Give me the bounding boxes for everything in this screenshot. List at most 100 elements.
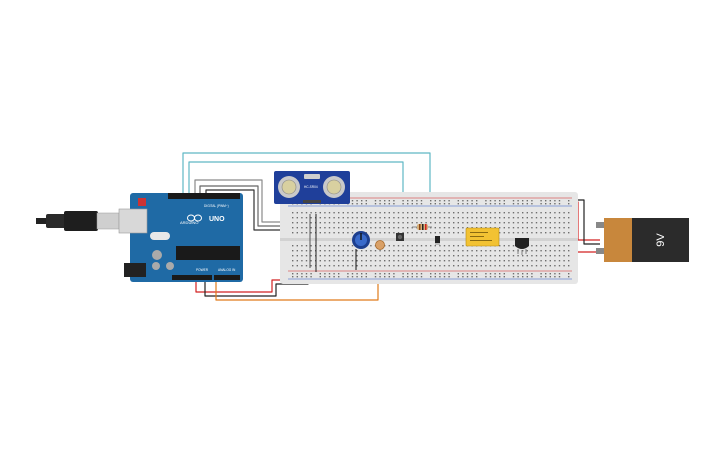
breadboard-hole[interactable] <box>568 255 570 257</box>
breadboard-hole[interactable] <box>305 232 308 234</box>
breadboard-hole[interactable] <box>384 265 386 267</box>
breadboard-hole[interactable] <box>558 227 561 229</box>
breadboard-hole[interactable] <box>476 217 478 219</box>
breadboard-hole[interactable] <box>568 203 570 205</box>
breadboard-hole[interactable] <box>397 245 400 247</box>
breadboard-hole[interactable] <box>379 227 381 229</box>
breadboard-hole[interactable] <box>370 255 372 257</box>
breadboard-hole[interactable] <box>443 200 446 202</box>
breadboard-hole[interactable] <box>365 255 367 257</box>
breadboard-hole[interactable] <box>448 222 450 224</box>
breadboard-hole[interactable] <box>324 217 326 219</box>
breadboard-hole[interactable] <box>370 265 372 267</box>
breadboard-hole[interactable] <box>443 245 446 247</box>
breadboard-hole[interactable] <box>324 222 326 224</box>
breadboard-hole[interactable] <box>333 255 335 257</box>
breadboard-hole[interactable] <box>310 250 312 252</box>
breadboard-hole[interactable] <box>531 276 533 278</box>
breadboard-hole[interactable] <box>522 212 524 214</box>
breadboard-hole[interactable] <box>517 276 519 278</box>
breadboard-hole[interactable] <box>374 232 377 234</box>
breadboard-hole[interactable] <box>489 255 492 257</box>
breadboard-hole[interactable] <box>402 245 404 247</box>
breadboard-hole[interactable] <box>535 212 538 214</box>
breadboard-hole[interactable] <box>397 232 400 234</box>
breadboard-hole[interactable] <box>512 232 515 234</box>
breadboard-hole[interactable] <box>448 217 450 219</box>
breadboard-hole[interactable] <box>489 217 492 219</box>
breadboard-hole[interactable] <box>457 232 459 234</box>
breadboard-hole[interactable] <box>545 276 547 278</box>
breadboard-hole[interactable] <box>388 260 390 262</box>
breadboard-hole[interactable] <box>457 250 459 252</box>
breadboard-hole[interactable] <box>296 212 298 214</box>
breadboard-hole[interactable] <box>333 245 335 247</box>
breadboard-hole[interactable] <box>512 227 515 229</box>
breadboard-hole[interactable] <box>393 232 395 234</box>
breadboard-hole[interactable] <box>305 260 308 262</box>
breadboard-hole[interactable] <box>439 255 441 257</box>
breadboard-hole[interactable] <box>328 250 331 252</box>
breadboard-hole[interactable] <box>443 260 446 262</box>
breadboard-hole[interactable] <box>512 265 515 267</box>
breadboard-hole[interactable] <box>448 276 450 278</box>
breadboard-hole[interactable] <box>333 260 335 262</box>
breadboard-hole[interactable] <box>365 212 367 214</box>
breadboard-hole[interactable] <box>379 260 381 262</box>
breadboard-hole[interactable] <box>296 222 298 224</box>
breadboard-hole[interactable] <box>301 273 303 275</box>
breadboard-hole[interactable] <box>365 222 367 224</box>
breadboard-hole[interactable] <box>374 203 377 205</box>
breadboard-hole[interactable] <box>388 217 390 219</box>
breadboard-hole[interactable] <box>397 265 400 267</box>
breadboard-hole[interactable] <box>338 265 340 267</box>
breadboard-hole[interactable] <box>328 273 331 275</box>
breadboard-hole[interactable] <box>540 260 542 262</box>
breadboard-hole[interactable] <box>361 222 363 224</box>
breadboard-hole[interactable] <box>554 265 556 267</box>
breadboard-hole[interactable] <box>393 227 395 229</box>
breadboard-hole[interactable] <box>462 260 464 262</box>
breadboard-hole[interactable] <box>301 232 303 234</box>
breadboard-hole[interactable] <box>407 203 409 205</box>
breadboard-hole[interactable] <box>466 222 469 224</box>
breadboard-hole[interactable] <box>439 200 441 202</box>
breadboard-hole[interactable] <box>545 212 547 214</box>
breadboard-hole[interactable] <box>517 212 519 214</box>
breadboard-hole[interactable] <box>526 232 528 234</box>
breadboard-hole[interactable] <box>296 217 298 219</box>
breadboard-hole[interactable] <box>292 222 294 224</box>
breadboard-hole[interactable] <box>517 227 519 229</box>
breadboard-hole[interactable] <box>494 260 496 262</box>
breadboard-hole[interactable] <box>328 227 331 229</box>
breadboard-hole[interactable] <box>407 212 409 214</box>
breadboard-hole[interactable] <box>531 265 533 267</box>
breadboard-hole[interactable] <box>402 273 404 275</box>
breadboard-hole[interactable] <box>517 255 519 257</box>
breadboard-hole[interactable] <box>480 250 482 252</box>
breadboard-hole[interactable] <box>333 265 335 267</box>
breadboard-hole[interactable] <box>540 222 542 224</box>
breadboard-hole[interactable] <box>407 217 409 219</box>
breadboard-hole[interactable] <box>393 222 395 224</box>
breadboard-hole[interactable] <box>384 250 386 252</box>
breadboard-hole[interactable] <box>485 255 487 257</box>
breadboard-hole[interactable] <box>328 265 331 267</box>
breadboard-hole[interactable] <box>554 227 556 229</box>
breadboard-hole[interactable] <box>448 260 450 262</box>
breadboard-hole[interactable] <box>485 265 487 267</box>
breadboard-hole[interactable] <box>462 203 464 205</box>
breadboard-hole[interactable] <box>503 222 505 224</box>
breadboard-hole[interactable] <box>411 245 413 247</box>
breadboard-hole[interactable] <box>517 203 519 205</box>
breadboard-hole[interactable] <box>310 217 312 219</box>
breadboard-hole[interactable] <box>347 227 349 229</box>
breadboard-hole[interactable] <box>568 227 570 229</box>
breadboard-hole[interactable] <box>411 232 413 234</box>
breadboard-hole[interactable] <box>351 217 354 219</box>
breadboard-hole[interactable] <box>517 200 519 202</box>
breadboard-hole[interactable] <box>370 250 372 252</box>
breadboard-hole[interactable] <box>508 255 510 257</box>
breadboard-hole[interactable] <box>420 245 423 247</box>
breadboard-hole[interactable] <box>568 273 570 275</box>
